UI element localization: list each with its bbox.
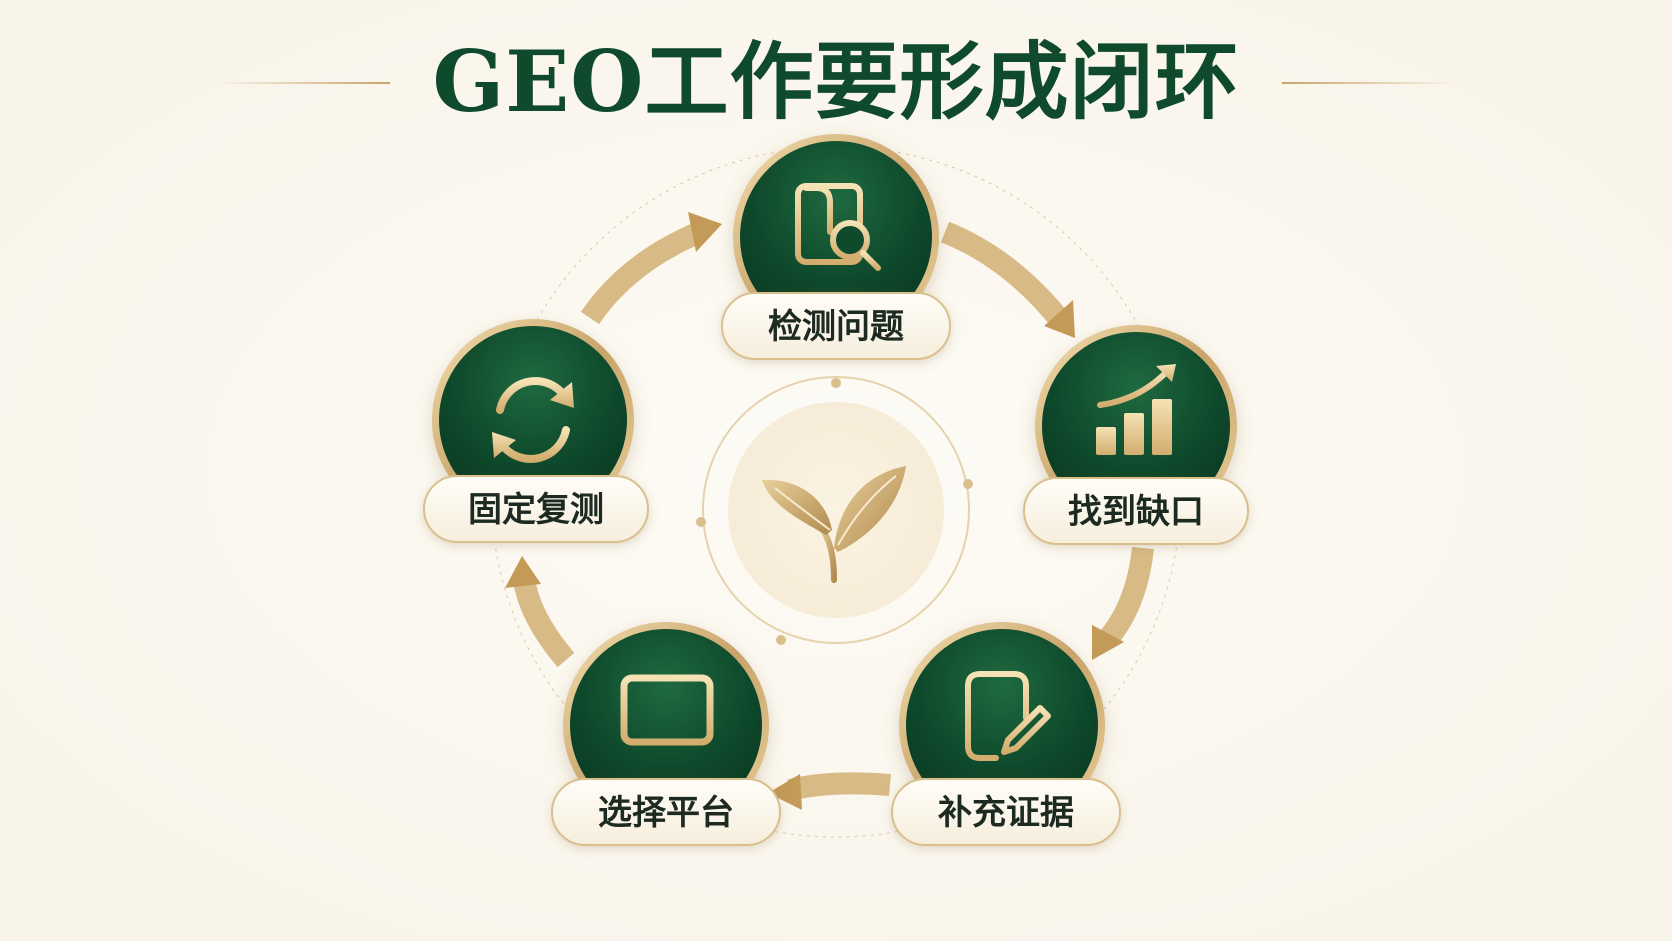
step-label-evidence: 补充证据 — [938, 793, 1074, 833]
page-title: GEO工作要形成闭环 — [432, 32, 1240, 131]
step-circle — [439, 326, 627, 514]
arrow-evidence-to-platform — [787, 772, 891, 801]
step-label-gap: 找到缺口 — [1068, 492, 1204, 532]
step-gap: 找到缺口 — [1023, 325, 1249, 545]
step-label-pill — [423, 475, 649, 543]
center-emblem — [696, 376, 973, 645]
step-label-platform: 选择平台 — [598, 793, 734, 833]
arrow-platform-to-retest — [513, 577, 575, 668]
step-circle — [570, 629, 762, 821]
monitor-icon — [620, 674, 714, 764]
ring-dot — [831, 378, 841, 388]
arrow-head-icon — [1092, 625, 1124, 660]
step-circle — [906, 629, 1098, 821]
refresh-icon — [492, 377, 574, 463]
arrow-head-icon — [1044, 300, 1075, 338]
arrow-retest-to-detect — [580, 221, 705, 325]
title-line-left — [215, 82, 390, 84]
document-search-icon — [795, 183, 881, 271]
step-evidence: 补充证据 — [891, 622, 1121, 846]
document-edit-icon — [965, 671, 1051, 761]
step-label-pill — [891, 778, 1121, 846]
title-line-right — [1282, 82, 1457, 84]
ring-dot — [696, 517, 706, 527]
step-detect: 检测问题 — [721, 134, 951, 360]
ring-dot — [963, 479, 973, 489]
bar-chart-trend-icon — [1096, 364, 1176, 455]
arrow-head-icon — [768, 774, 802, 810]
step-label-pill — [551, 778, 781, 846]
step-label-pill — [721, 292, 951, 360]
step-label-pill — [1023, 477, 1249, 545]
cycle-arrows — [505, 212, 1154, 810]
sprout-icon — [762, 466, 906, 583]
step-retest: 固定复测 — [423, 319, 649, 543]
center-outer-ring — [702, 376, 970, 644]
arrow-head-icon — [505, 556, 541, 588]
ring-dot — [776, 635, 786, 645]
step-label-retest: 固定复测 — [468, 490, 604, 530]
arrow-detect-to-gap — [940, 221, 1069, 327]
center-disc — [728, 402, 944, 618]
arrow-head-icon — [688, 212, 722, 252]
step-label-detect: 检测问题 — [768, 307, 904, 347]
arrow-gap-to-evidence — [1098, 546, 1154, 648]
step-platform: 选择平台 — [551, 622, 781, 846]
